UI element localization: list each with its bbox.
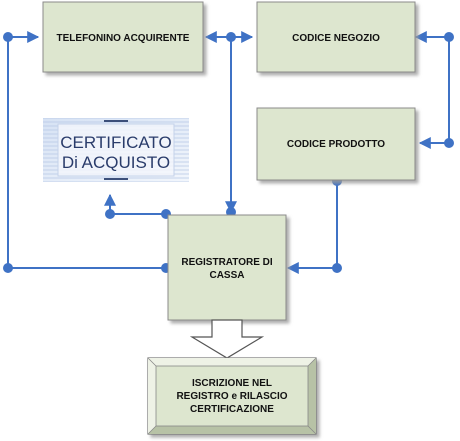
down-arrow: [189, 319, 265, 359]
box-label-line: CASSA: [209, 270, 244, 281]
connector-dot: [226, 32, 236, 42]
box-label: TELEFONINO ACQUIRENTE: [57, 33, 190, 44]
box-iscrizione-registro: ISCRIZIONE NEL REGISTRO e RILASCIO CERTI…: [147, 357, 317, 435]
box-label-line: REGISTRATORE DI: [181, 257, 273, 268]
box-label: CODICE NEGOZIO: [292, 33, 380, 44]
box-label-line: CERTIFICAZIONE: [190, 404, 274, 415]
connector-dot: [332, 263, 342, 273]
connector-dot: [3, 263, 13, 273]
connector-dot: [444, 138, 454, 148]
certificate-title-line: Di ACQUISTO: [62, 153, 170, 172]
box-label-line: ISCRIZIONE NEL: [192, 378, 272, 389]
connector-prodotto-to-registratore: [286, 181, 338, 274]
connector-dot: [444, 32, 454, 42]
box-registratore-di-cassa: REGISTRATORE DI CASSA: [167, 214, 287, 321]
connector-registratore-to-certificato: [104, 193, 166, 215]
box-label-line: REGISTRO e RILASCIO: [176, 391, 287, 402]
connector-negozio-to-prodotto: [414, 31, 450, 149]
cert-corner-ornament: [104, 120, 128, 180]
connector-dot: [3, 32, 13, 42]
box-codice-prodotto: CODICE PRODOTTO: [256, 107, 416, 181]
connector-dot: [105, 209, 115, 219]
connector-registratore-to-telefonino: [7, 31, 166, 269]
certificato-di-acquisto-image: CERTIFICATO Di ACQUISTO: [43, 118, 189, 182]
box-codice-negozio: CODICE NEGOZIO: [256, 1, 416, 73]
box-telefonino-acquirente: TELEFONINO ACQUIRENTE: [42, 1, 204, 73]
certificate-title-line: CERTIFICATO: [60, 133, 171, 152]
box-label: CODICE PRODOTTO: [287, 139, 385, 150]
